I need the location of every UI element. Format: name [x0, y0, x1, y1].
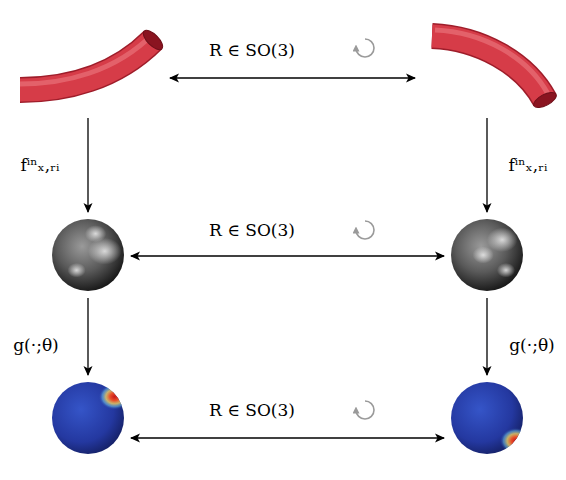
sphere-texture	[487, 228, 517, 252]
sphere-texture	[497, 263, 515, 278]
activation-spot	[500, 428, 525, 454]
vessel-segment	[420, 18, 560, 113]
map-arrow	[87, 118, 88, 212]
rotation-arrow	[131, 437, 444, 438]
node-picture	[15, 18, 165, 113]
edge-label: fⁱⁿₓ,ᵣᵢ	[507, 155, 550, 175]
sphere-texture	[67, 263, 85, 278]
sphere-texture	[85, 225, 106, 242]
map-arrow	[486, 298, 487, 375]
node-picture	[50, 217, 126, 293]
edge-label: g(·;θ)	[507, 335, 557, 355]
map-arrow	[87, 298, 88, 375]
edge-label: R ∈ SO(3)	[207, 220, 297, 240]
output-sphere	[449, 380, 525, 456]
node-picture	[449, 217, 525, 293]
feature-sphere	[50, 217, 126, 293]
edge-label: fⁱⁿₓ,ᵣᵢ	[19, 155, 62, 175]
feature-sphere	[449, 217, 525, 293]
edge-label: R ∈ SO(3)	[207, 40, 297, 60]
tube-highlight	[435, 30, 548, 94]
sphere-texture	[473, 246, 494, 263]
map-arrow	[486, 118, 487, 212]
edge-label: R ∈ SO(3)	[207, 400, 297, 420]
node-picture	[449, 380, 525, 456]
grey-sphere	[52, 219, 124, 291]
node-picture	[50, 380, 126, 456]
output-sphere	[50, 380, 126, 456]
tube-end-cap	[531, 89, 558, 110]
edge-label: g(·;θ)	[11, 335, 61, 355]
tube-end-cap	[140, 27, 165, 52]
rotation-icon	[356, 401, 374, 419]
rotation-arrow	[131, 255, 444, 256]
rotation-icon	[356, 39, 374, 57]
tube-highlight	[20, 34, 153, 84]
rotation-arrow	[170, 77, 415, 78]
activation-spot	[99, 384, 126, 410]
vessel-segment	[15, 18, 165, 113]
grey-sphere	[451, 219, 523, 291]
node-picture	[420, 18, 560, 113]
rotation-icon	[356, 221, 374, 239]
